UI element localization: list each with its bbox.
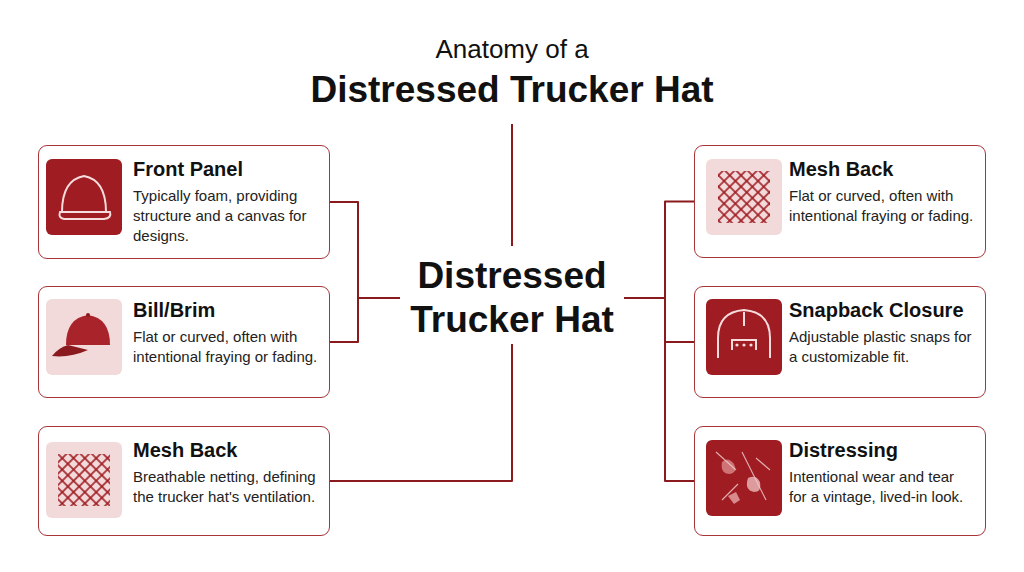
part-box: DistressingIntentional wear and tear for… [694,426,986,536]
part-description: Flat or curved, often with intentional f… [133,327,319,367]
part-name: Distressing [789,437,975,463]
part-description: Typically foam, providing structure and … [133,186,319,246]
connector [330,202,400,298]
connector [624,298,694,342]
connector [624,202,694,299]
part-box: Mesh BackBreathable netting, defining th… [38,426,330,536]
central-label: Distressed Trucker Hat [400,254,624,342]
part-description: Intentional wear and tear for a vintage,… [789,467,975,507]
bill-brim-icon [46,299,122,375]
mesh-icon [46,442,122,518]
part-name: Bill/Brim [133,297,319,323]
part-description: Adjustable plastic snaps for a customiza… [789,327,975,367]
connector [624,298,694,481]
part-description: Breathable netting, defining the trucker… [133,467,319,507]
central-topic: Distressed Trucker Hat [400,252,624,344]
part-name: Snapback Closure [789,297,975,323]
part-box: Front PanelTypically foam, providing str… [38,145,330,259]
distressing-icon [706,440,782,516]
title-leader [511,124,513,246]
title-main: Distressed Trucker Hat [0,68,1024,112]
snapback-icon [706,299,782,375]
front-panel-icon [46,159,122,235]
part-box: Mesh BackFlat or curved, often with inte… [694,145,986,258]
part-name: Front Panel [133,156,319,182]
connector [330,344,512,481]
part-name: Mesh Back [133,437,319,463]
part-box: Bill/BrimFlat or curved, often with inte… [38,286,330,398]
connector [330,298,400,342]
part-box: Snapback ClosureAdjustable plastic snaps… [694,286,986,398]
title-small: Anatomy of a [0,33,1024,65]
mesh-icon [706,159,782,235]
part-name: Mesh Back [789,156,975,182]
part-description: Flat or curved, often with intentional f… [789,186,975,226]
